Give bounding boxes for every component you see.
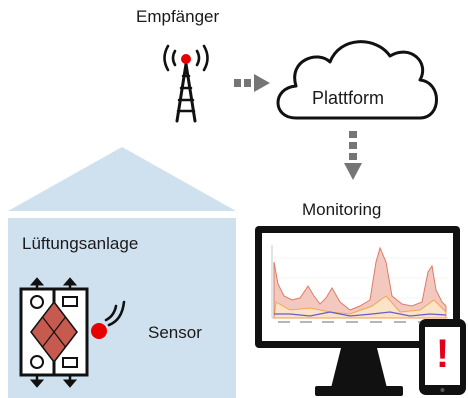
cloud-icon <box>276 40 438 120</box>
monitoring-chart <box>271 245 448 323</box>
ventilation-unit-label: Lüftungsanlage <box>22 234 139 253</box>
platform-label: Plattform <box>312 88 385 108</box>
sensor-dot <box>91 323 107 339</box>
smartphone-icon <box>419 319 466 395</box>
antenna-tower-icon <box>163 44 209 123</box>
arrow-receiver-to-platform <box>234 74 270 92</box>
sensor-label: Sensor <box>148 323 202 342</box>
receiver-label: Empfänger <box>136 7 220 26</box>
arrow-platform-to-monitoring <box>344 131 362 180</box>
wireless-signal-icon <box>104 300 126 327</box>
alert-icon: ! <box>435 332 450 376</box>
ventilation-unit-icon <box>19 277 89 388</box>
monitoring-label: Monitoring <box>302 200 382 219</box>
